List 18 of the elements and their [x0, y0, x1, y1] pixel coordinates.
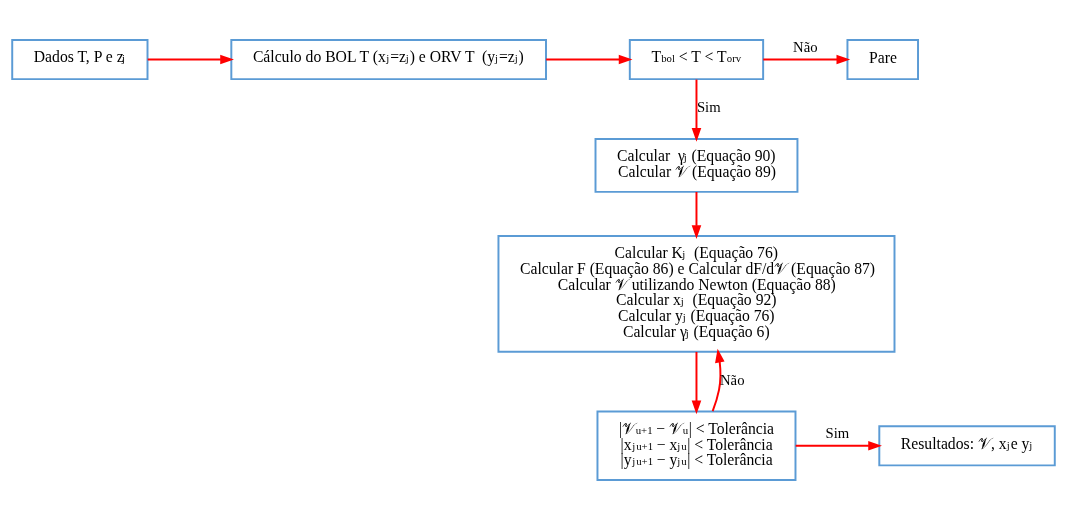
edge-label: Sim — [825, 424, 850, 441]
arrow — [691, 190, 702, 239]
node-box: Tbol < T < Torv — [628, 38, 765, 80]
node-box: Pare — [846, 38, 919, 80]
edge-label: Não — [793, 38, 818, 55]
node-box: |𝒱u+1 − 𝒱u| < Tolerância |xju+1 − xju| < Tolerância |yju+1 − yju| < Tolerância — [596, 409, 797, 481]
node-box: Calcular Kj (Equação 76) Calcular F (Equação 86) e Calcular dF/d𝒱 (Equação 87) Calcular 𝒱 utilizando Newton (Equação 88) Calcular xj (Equação 92) Calcular yj (Equação 76) Calcular γj (Equação 6) — [497, 234, 896, 353]
arrow — [691, 350, 702, 414]
arrow — [794, 440, 882, 451]
node-box: Resultados: 𝒱, xje yj — [878, 424, 1056, 466]
arrow — [146, 54, 234, 64]
arrow — [545, 54, 633, 64]
node-box: Cálculo do BOL T (xj=zj) e ORV T (yj=zj) — [230, 38, 547, 80]
node-box: Calcular γj (Equação 90) Calcular 𝒱 (Equação 89) — [594, 137, 799, 193]
arrow — [711, 348, 725, 412]
arrow — [762, 54, 851, 64]
edge-label: Sim — [696, 98, 721, 115]
arrow — [691, 78, 702, 142]
